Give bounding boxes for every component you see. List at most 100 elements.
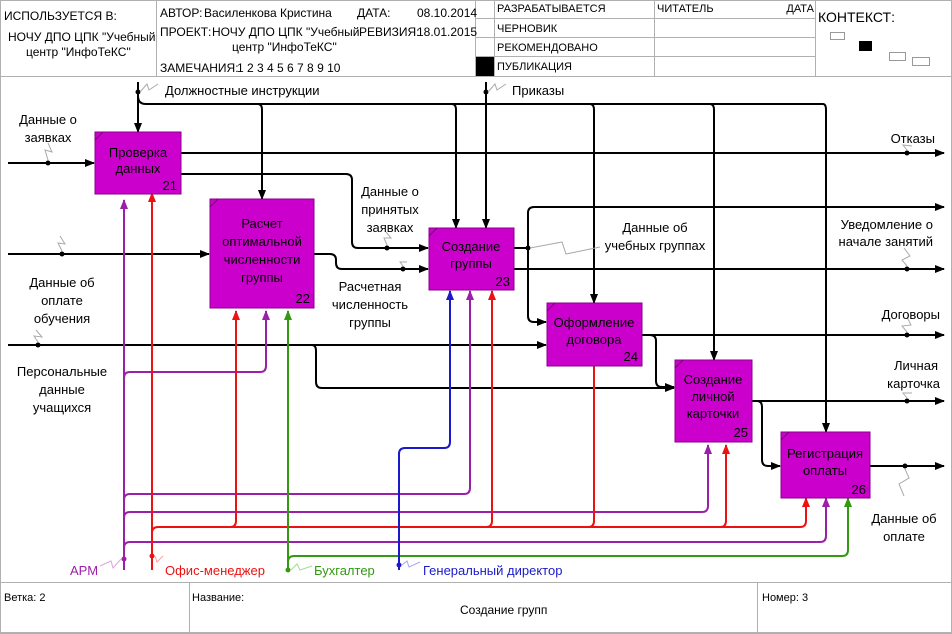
notes-label: ЗАМЕЧАНИЯ: [160,61,239,75]
control-arrow [589,103,598,304]
input-label: Данные об [29,275,94,290]
diagram-element [428,227,515,291]
box-24-number: 24 [624,349,638,364]
notes-value: 1 2 3 4 5 6 7 8 9 10 [237,61,341,75]
activity-box[interactable]: Регистрация оплаты 26 [780,431,871,499]
name-cell: Название: Создание групп [190,583,758,634]
output-label: карточка [887,376,941,391]
author-cell: АВТОР: Василенкова Кристина ДАТА: 08.10.… [157,0,477,77]
status-row: РЕКОМЕНДОВАНО [495,38,655,57]
status-label: РЕКОМЕНДОВАНО [497,42,598,54]
activity-box[interactable]: Расчет оптимальной численности группы 22 [209,198,315,309]
diagram-element [428,227,438,237]
junction-dot [902,463,908,469]
mechanism-arrow-office [587,337,598,528]
box-26-line: Регистрация [787,446,863,461]
internal-label: Расчетная [339,279,402,294]
output-label: Отказы [891,131,935,146]
connector [898,468,910,497]
box-25-line: карточки [687,406,740,421]
activity-box[interactable]: Создание личной карточки 25 [674,359,753,443]
input-label: Данные о [19,112,77,127]
junction-dot [904,266,910,272]
diagram-element [121,553,402,573]
context-box [889,52,906,61]
junction-dot [400,266,406,272]
control-arrow [257,103,266,200]
junction-dot [904,398,910,404]
internal-label: принятых [361,202,419,217]
box-26-number: 26 [852,482,866,497]
connector [399,261,407,267]
connector [487,83,507,93]
internal-arrow [314,253,429,273]
project-value-line1: НОЧУ ДПО ЦПК "Учебный [212,25,360,39]
reader-row [655,57,816,77]
input-label: Персональные [17,364,107,379]
diagram-element [780,431,790,441]
input-arrow [311,344,675,392]
box-21-line: Проверка [109,145,168,160]
activity-box[interactable]: Оформление договора 24 [546,302,643,367]
mechanism-arrow-accountant [287,497,852,563]
internal-arrow [756,400,781,470]
activity-box[interactable]: Проверка данных 21 [94,131,182,195]
diagram-element [32,83,913,497]
internal-label: заявках [367,220,414,235]
box-25-number: 25 [734,425,748,440]
diagram-element [546,302,556,312]
number-cell: Номер: 3 [758,583,952,634]
mechanism-arrow-office [719,444,730,528]
diagram-element [35,89,910,469]
revision-label: РЕВИЗИЯ: [359,25,420,39]
context-box [830,32,845,40]
mechanism-arrow-arm [123,444,712,519]
box-22-line: оптимальной [222,234,302,249]
diagram-element [674,359,684,369]
input-label: учащихся [33,400,91,415]
output-label: Личная [894,358,938,373]
output-label: Данные об [871,511,936,526]
box-23-line: группы [450,256,492,271]
junction-dot [35,342,41,348]
internal-arrow [649,334,675,391]
mechanism-label-arm: АРМ [70,563,98,578]
connector [901,392,912,399]
connector [57,235,66,252]
status-mark-filled [476,57,495,77]
branch-cell: Ветка: 2 [0,583,190,634]
date-label: ДАТА: [357,6,391,20]
junction-dot [483,89,489,95]
author-value: Василенкова Кристина [204,6,332,20]
junction-dot [904,150,910,156]
internal-label: учебных группах [605,238,706,253]
internal-label: численность [332,297,408,312]
box-22-number: 22 [296,291,310,306]
idef0-header: ИСПОЛЬЗУЕТСЯ В: НОЧУ ДПО ЦПК "Учебный це… [0,0,952,77]
reader-row [655,38,816,57]
box-25-line: Создание [684,372,743,387]
status-row: ПУБЛИКАЦИЯ [495,57,655,77]
box-24-line: договора [567,332,623,347]
box-22-line: Расчет [241,216,282,231]
diagram-element [8,82,945,470]
junction-dot [904,332,910,338]
input-label: данные [39,382,85,397]
connector [901,144,913,151]
diagram-element [780,431,871,499]
output-label: Уведомление о [841,217,933,232]
connector [383,231,393,246]
input-label: оплате [41,293,83,308]
junction-dot [59,251,65,257]
project-label: ПРОЕКТ: [160,25,212,39]
box-23-line: Создание [442,239,501,254]
output-label: начале занятий [839,234,933,249]
project-value-line2: центр "ИнфоТеКС" [232,40,337,54]
reader-row [655,19,816,38]
activity-box[interactable]: Создание группы 23 [428,227,515,291]
box-21-line: данных [115,161,161,176]
connector [139,83,159,93]
box-21-number: 21 [163,178,177,193]
internal-label: Данные об [622,220,687,235]
